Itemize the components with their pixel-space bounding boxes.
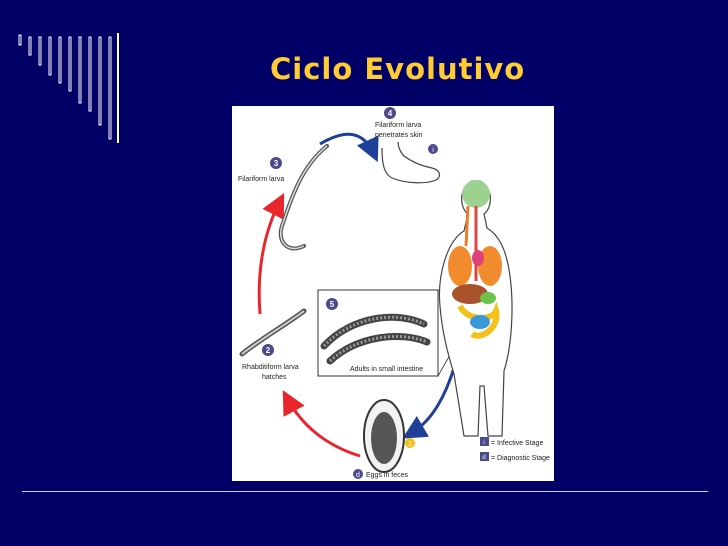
adults-inset-box — [317, 289, 439, 377]
step-3-number: 3 — [274, 159, 279, 168]
step-4-caption-2: penetrates skin — [375, 132, 423, 139]
step-3-marker — [270, 157, 282, 169]
eggs-diagnostic-marker — [353, 469, 363, 479]
step-2-caption-2: hatches — [262, 374, 287, 381]
step-4-caption-1: Filariform larva — [375, 122, 421, 129]
legend-infective: = Infective Stage — [491, 440, 543, 447]
footer-divider — [22, 491, 708, 492]
foot-illustration — [381, 141, 441, 184]
step-3-caption: Filariform larva — [238, 176, 284, 183]
step-5-marker — [326, 298, 338, 310]
step-4-marker — [384, 107, 396, 119]
inset-caption: Adults in small intestine — [350, 366, 423, 373]
life-cycle-diagram: 4 Filariform larva penetrates skin i 3 F… — [232, 106, 554, 481]
arrow-filariform-to-skin — [319, 132, 379, 163]
infective-marker-letter: i — [432, 147, 434, 154]
filariform-larva — [278, 144, 329, 251]
step-1-number: 1 — [408, 441, 412, 448]
step-2-number: 2 — [266, 346, 271, 355]
human-body-illustration — [438, 180, 513, 437]
arrow-body-to-eggs — [402, 367, 456, 439]
slide-title: Ciclo Evolutivo — [270, 52, 526, 86]
arrow-eggs-to-rhabditiform — [282, 390, 361, 458]
legend-infective-icon — [480, 437, 489, 446]
eggs-number: d — [356, 472, 360, 479]
diagram-label: d — [482, 455, 485, 461]
diagram-label: i — [483, 440, 484, 446]
step-2-caption-1: Rhabditiform larva — [242, 364, 299, 371]
step-5-number: 5 — [330, 300, 335, 309]
decorative-bars — [18, 33, 119, 143]
arrow-rhabditiform-to-filariform — [257, 192, 285, 315]
step-2-marker — [262, 344, 274, 356]
infective-marker — [428, 144, 438, 154]
eggs-caption: Eggs in feces — [366, 472, 409, 479]
legend-diagnostic-icon — [480, 452, 489, 461]
step-1-marker — [405, 438, 415, 448]
step-4-number: 4 — [388, 109, 393, 118]
legend-diagnostic: = Diagnostic Stage — [491, 455, 550, 462]
